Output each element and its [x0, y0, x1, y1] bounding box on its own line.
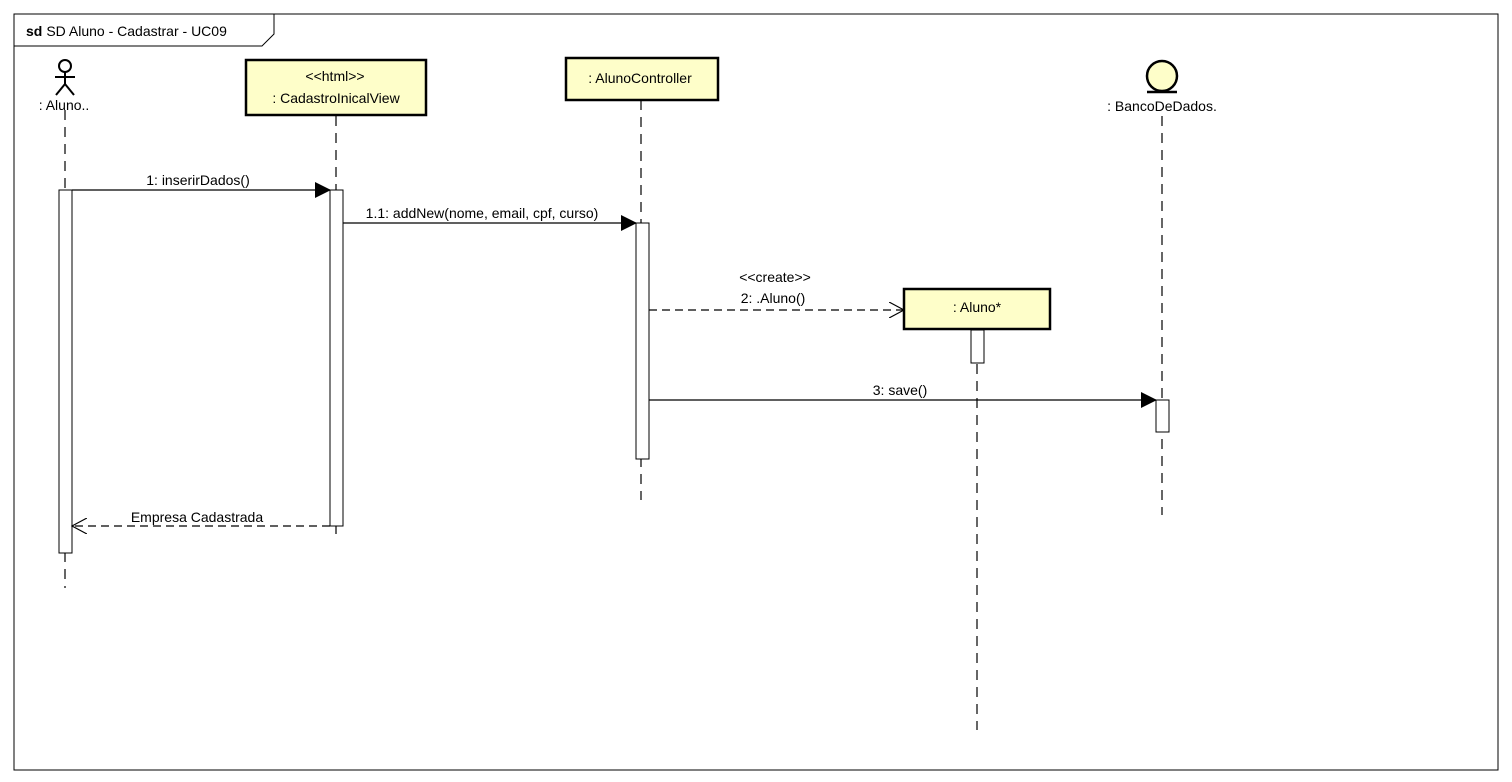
activation-controller — [635, 222, 650, 460]
controller-box — [564, 56, 720, 102]
message-1-1[interactable]: 1.1: addNew(nome, email, cpf, curso) — [343, 205, 637, 231]
activations — [58, 189, 1170, 554]
entity-label: : Aluno* — [953, 299, 1002, 315]
message-3[interactable]: 3: save() — [649, 382, 1157, 408]
view-label: : CadastroInicalView — [272, 90, 400, 106]
participant-entity[interactable]: : Aluno* — [902, 287, 1052, 331]
participant-controller[interactable]: : AlunoController — [564, 56, 720, 102]
activation-database — [1155, 399, 1170, 433]
message-return-label: Empresa Cadastrada — [131, 509, 264, 525]
message-1-1-label: 1.1: addNew(nome, email, cpf, curso) — [366, 205, 599, 221]
view-box — [244, 58, 428, 117]
actor-stick-figure-icon — [55, 59, 75, 96]
activation-view — [329, 189, 344, 527]
message-return[interactable]: Empresa Cadastrada — [72, 509, 330, 526]
lifelines — [64, 100, 1163, 730]
message-1[interactable]: 1: inserirDados() — [72, 172, 331, 198]
view-stereotype: <<html>> — [305, 68, 364, 84]
message-2-stereotype: <<create>> — [739, 269, 811, 285]
participant-actor[interactable]: : Aluno.. — [39, 59, 90, 113]
database-label: : BancoDeDados. — [1107, 98, 1217, 114]
frame-keyword: sd — [26, 23, 42, 39]
entity-circle-icon — [1145, 59, 1179, 94]
frame-name: SD Aluno - Cadastrar - UC09 — [46, 23, 227, 39]
frame-title-tab — [14, 14, 275, 47]
controller-label: : AlunoController — [588, 70, 692, 86]
frame-border — [13, 13, 1499, 771]
message-2-label: 2: .Aluno() — [741, 290, 806, 306]
participant-database[interactable]: : BancoDeDados. — [1107, 59, 1217, 114]
actor-label: : Aluno.. — [39, 97, 90, 113]
message-3-label: 3: save() — [873, 382, 927, 398]
activation-actor — [58, 189, 73, 554]
activation-entity — [970, 329, 985, 364]
message-1-label: 1: inserirDados() — [146, 172, 249, 188]
participant-view[interactable]: <<html>> : CadastroInicalView — [244, 58, 428, 117]
message-2[interactable]: <<create>> 2: .Aluno() — [649, 269, 904, 310]
